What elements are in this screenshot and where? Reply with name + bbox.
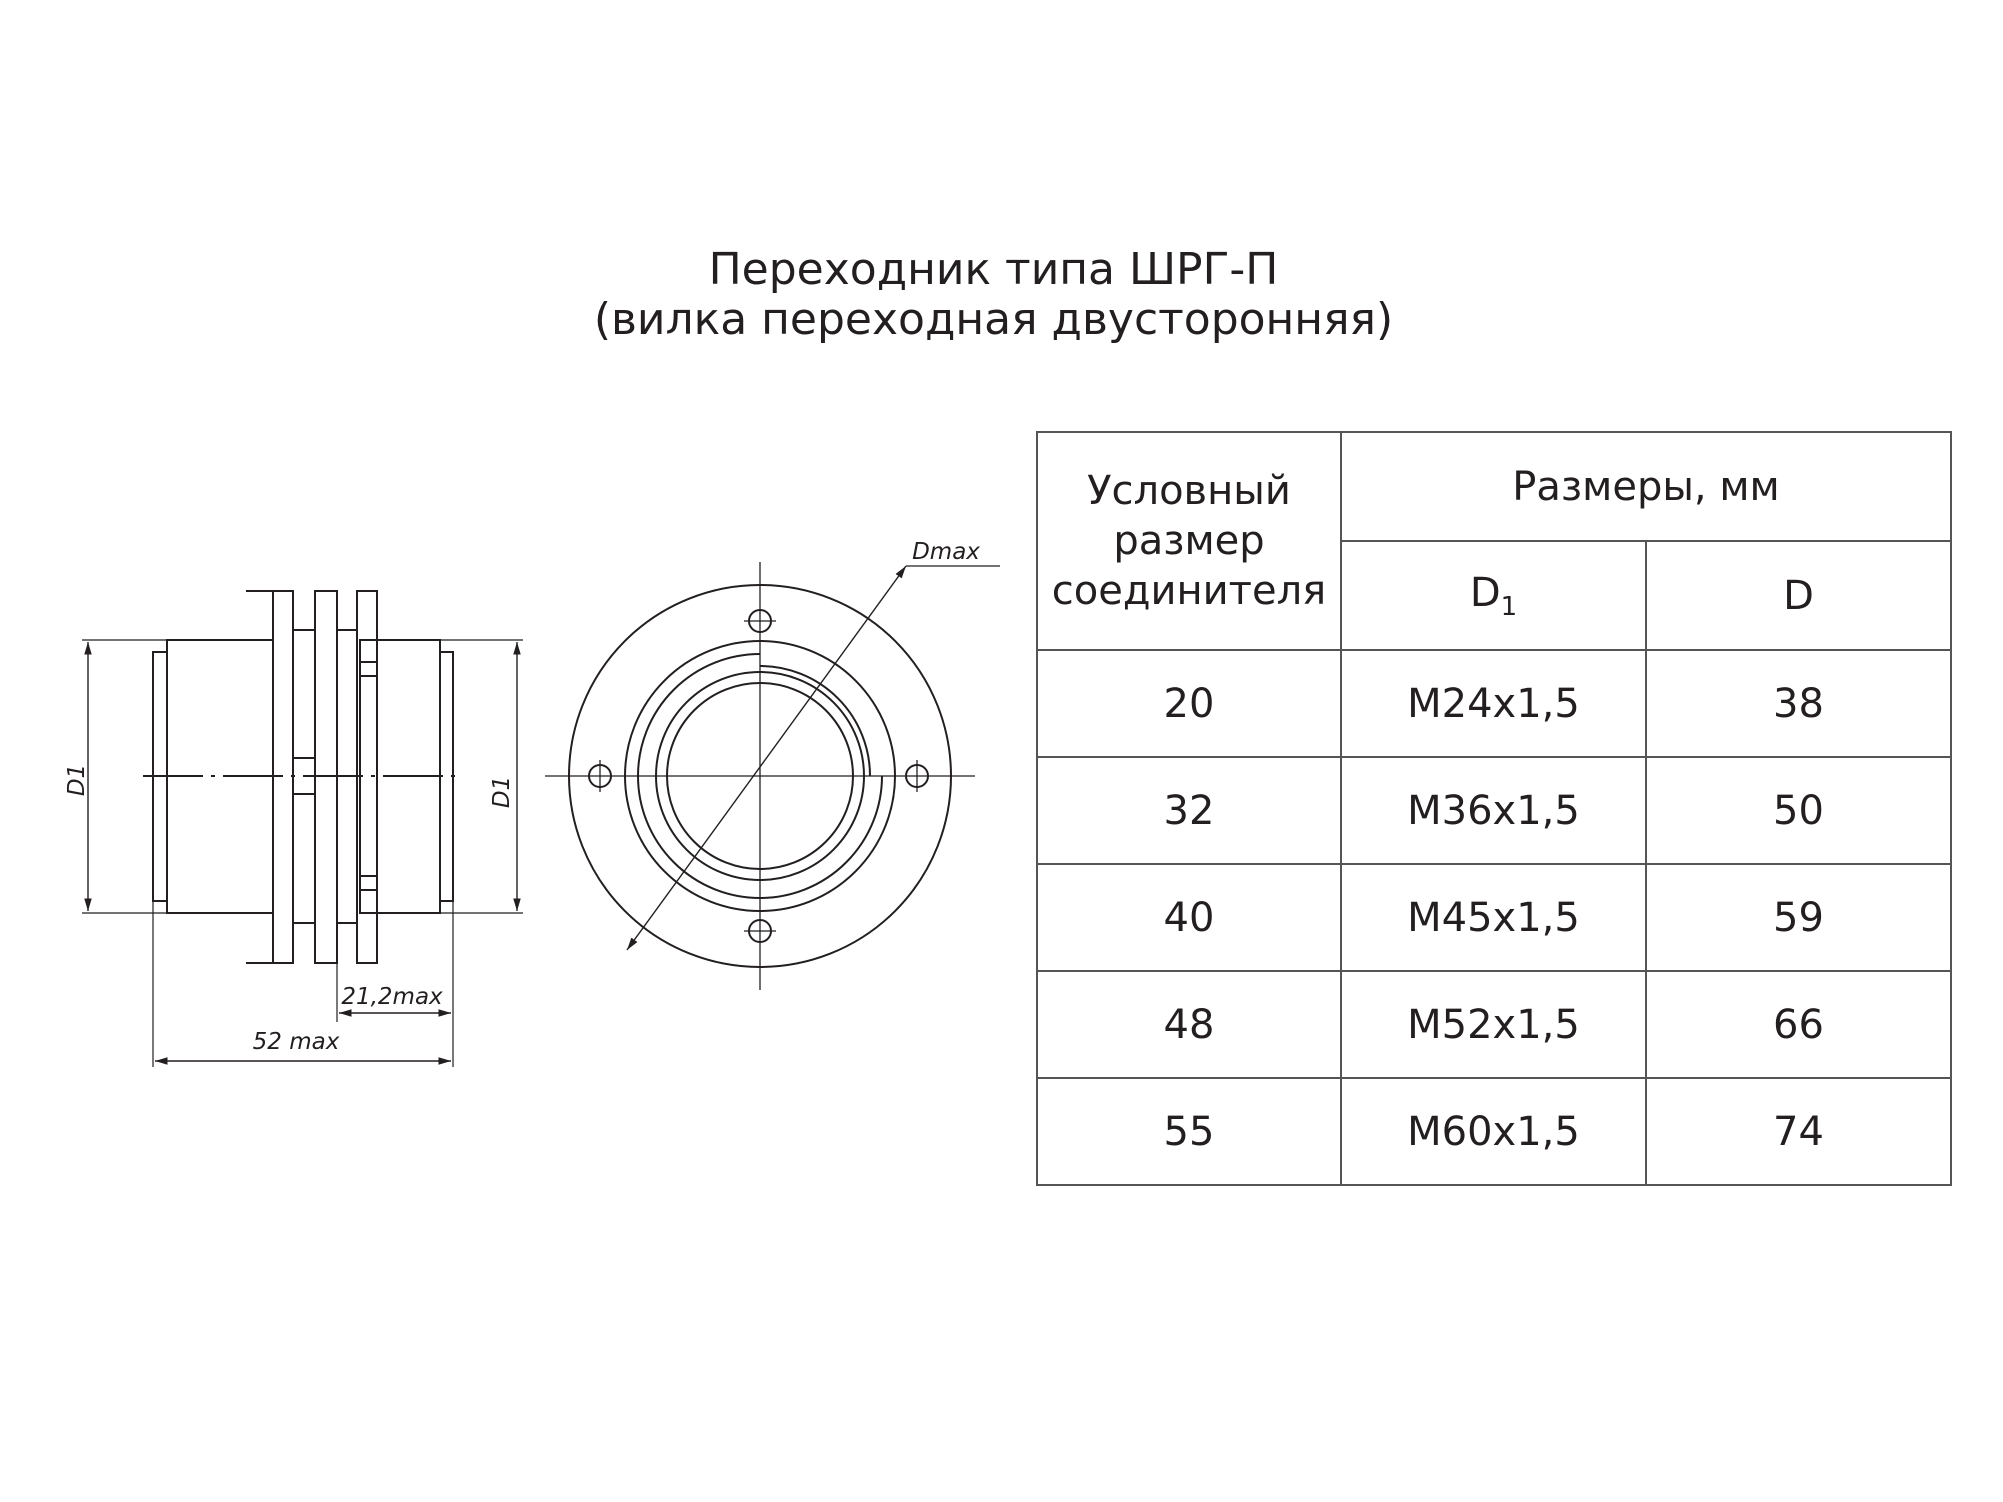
- header-col-d1-text: D: [1469, 569, 1501, 616]
- label-width-total: 52 max: [253, 1029, 340, 1055]
- cell-size: 40: [1036, 863, 1342, 972]
- title-line-2: (вилка переходная двусторонняя): [593, 294, 1394, 345]
- dimensions-table: Условный размер соединителя Размеры, мм …: [1036, 431, 1952, 1186]
- header-col-d1: D1: [1340, 540, 1647, 651]
- header-col-d1-sub: 1: [1500, 591, 1518, 622]
- cell-size: 48: [1036, 970, 1342, 1079]
- label-d1-right: D1: [489, 776, 515, 808]
- table-subheader-row: D1 D: [1037, 540, 1952, 651]
- cell-size: 20: [1036, 649, 1342, 758]
- table-row: 20 М24х1,5 38: [1036, 649, 1952, 758]
- label-d1-left: D1: [64, 764, 90, 796]
- table-row: 48 М52х1,5 66: [1036, 970, 1952, 1079]
- header-conditional-size-line-1: Условный: [1087, 468, 1291, 514]
- header-col-d: D: [1645, 540, 1952, 651]
- front-view: [545, 562, 1000, 990]
- thread-arc-inner: [759, 665, 871, 777]
- header-conditional-size: Условный размер соединителя: [1036, 431, 1342, 651]
- cell-d1: М45х1,5: [1340, 863, 1647, 972]
- side-view: [82, 590, 523, 1067]
- cell-d: 38: [1645, 649, 1952, 758]
- cell-d1: М52х1,5: [1340, 970, 1647, 1079]
- header-dimensions: Размеры, мм: [1340, 431, 1952, 542]
- cell-d1: М60х1,5: [1340, 1077, 1647, 1186]
- table-header-row: Условный размер соединителя Размеры, мм: [1036, 431, 1952, 651]
- label-dmax: Dmax: [912, 539, 980, 565]
- dmax-leader: [626, 565, 907, 951]
- header-conditional-size-line-3: соединителя: [1051, 568, 1327, 614]
- table-row: 40 М45х1,5 59: [1036, 863, 1952, 972]
- cell-size: 32: [1036, 756, 1342, 865]
- title-line-1: Переходник типа ШРГ-П: [708, 244, 1279, 295]
- cell-d: 50: [1645, 756, 1952, 865]
- cell-d: 59: [1645, 863, 1952, 972]
- table-row: 55 М60х1,5 74: [1036, 1077, 1952, 1186]
- cell-d: 74: [1645, 1077, 1952, 1186]
- label-width-inner: 21,2max: [341, 984, 443, 1010]
- cell-d1: М24х1,5: [1340, 649, 1647, 758]
- cell-d1: М36х1,5: [1340, 756, 1647, 865]
- cell-d: 66: [1645, 970, 1952, 1079]
- cell-size: 55: [1036, 1077, 1342, 1186]
- header-conditional-size-line-2: размер: [1113, 518, 1265, 564]
- table-row: 32 М36х1,5 50: [1036, 756, 1952, 865]
